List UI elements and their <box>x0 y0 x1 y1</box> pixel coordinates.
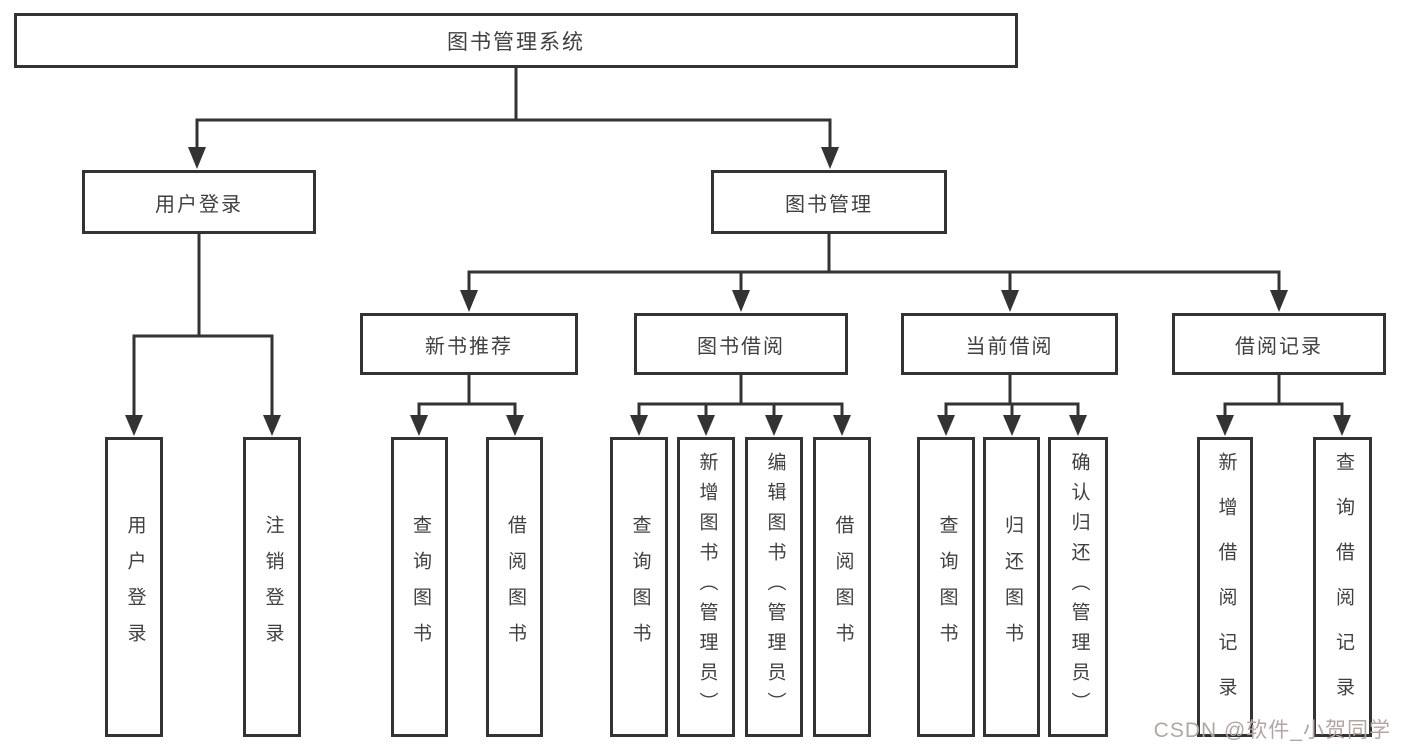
leaf-current-query-books-label: 查询图书 <box>936 515 958 659</box>
leaf-current-return-books-label: 归还图书 <box>1001 515 1023 659</box>
leaf-current-return-books: 归还图书 <box>983 437 1040 737</box>
edge-user-login-to-leaves <box>132 234 274 416</box>
arrowhead <box>506 415 524 436</box>
arrowhead <box>765 415 783 436</box>
node-root: 图书管理系统 <box>14 13 1018 68</box>
edge-new-book-recommend-to-leaves <box>417 375 517 419</box>
leaf-newbook-query-books: 查询图书 <box>391 437 448 737</box>
arrowhead <box>937 415 955 436</box>
edge-book-borrowing-to-leaves <box>637 375 844 419</box>
arrowhead <box>1270 290 1288 312</box>
leaf-current-query-books: 查询图书 <box>917 437 975 737</box>
leaf-logout-login-label: 注销登录 <box>262 515 284 659</box>
arrowhead <box>732 290 750 312</box>
leaf-borrowing-add-books-admin-label: 新增图书（管理员） <box>696 452 718 722</box>
leaf-borrowing-borrow-books: 借阅图书 <box>813 437 871 737</box>
csdn-watermark: CSDN @软件_小贺同学 <box>1153 719 1391 742</box>
arrowhead <box>833 415 851 436</box>
node-book-borrowing: 图书借阅 <box>634 313 848 375</box>
arrowhead <box>125 415 143 436</box>
arrowhead <box>1003 415 1021 436</box>
leaf-borrowing-query-books-label: 查询图书 <box>629 515 651 659</box>
arrowhead <box>630 415 648 436</box>
leaf-records-query-borrow-record-label: 查询借阅记录 <box>1332 452 1354 722</box>
leaf-borrowing-borrow-books-label: 借阅图书 <box>832 515 854 659</box>
leaf-logout-login: 注销登录 <box>243 437 301 737</box>
leaf-newbook-query-books-label: 查询图书 <box>409 515 431 659</box>
leaf-records-query-borrow-record: 查询借阅记录 <box>1313 437 1372 737</box>
arrowhead <box>697 415 715 436</box>
edge-current-borrowing-to-leaves <box>944 375 1080 419</box>
leaf-borrowing-query-books: 查询图书 <box>610 437 668 737</box>
node-borrow-records: 借阅记录 <box>1172 313 1386 375</box>
node-current-borrowing: 当前借阅 <box>901 313 1118 375</box>
node-new-book-recommend: 新书推荐 <box>360 313 578 375</box>
arrowhead <box>460 290 478 312</box>
leaf-current-confirm-return-admin: 确认归还（管理员） <box>1048 437 1108 737</box>
edge-borrow-records-to-leaves <box>1223 375 1344 419</box>
edge-root-to-level2 <box>195 68 832 151</box>
arrowhead <box>263 415 281 436</box>
node-book-management: 图书管理 <box>711 170 947 234</box>
edge-book-management-to-level3 <box>467 234 1281 294</box>
leaf-user-login: 用户登录 <box>105 437 163 737</box>
arrowhead <box>410 415 428 436</box>
leaf-newbook-borrow-books-label: 借阅图书 <box>504 515 526 659</box>
leaf-borrowing-add-books-admin: 新增图书（管理员） <box>677 437 735 737</box>
leaf-borrowing-edit-books-admin: 编辑图书（管理员） <box>745 437 803 737</box>
leaf-borrowing-edit-books-admin-label: 编辑图书（管理员） <box>764 452 786 722</box>
arrowhead <box>1001 290 1019 312</box>
arrowhead <box>821 147 839 169</box>
arrowhead <box>1069 415 1087 436</box>
arrowhead <box>188 147 206 169</box>
leaf-newbook-borrow-books: 借阅图书 <box>486 437 543 737</box>
node-user-login: 用户登录 <box>82 170 316 234</box>
arrowhead <box>1216 415 1234 436</box>
leaf-user-login-label: 用户登录 <box>124 515 146 659</box>
leaf-records-add-borrow-record-label: 新增借阅记录 <box>1215 452 1237 722</box>
leaf-current-confirm-return-admin-label: 确认归还（管理员） <box>1068 452 1090 722</box>
arrowhead <box>1333 415 1351 436</box>
leaf-records-add-borrow-record: 新增借阅记录 <box>1197 437 1253 737</box>
